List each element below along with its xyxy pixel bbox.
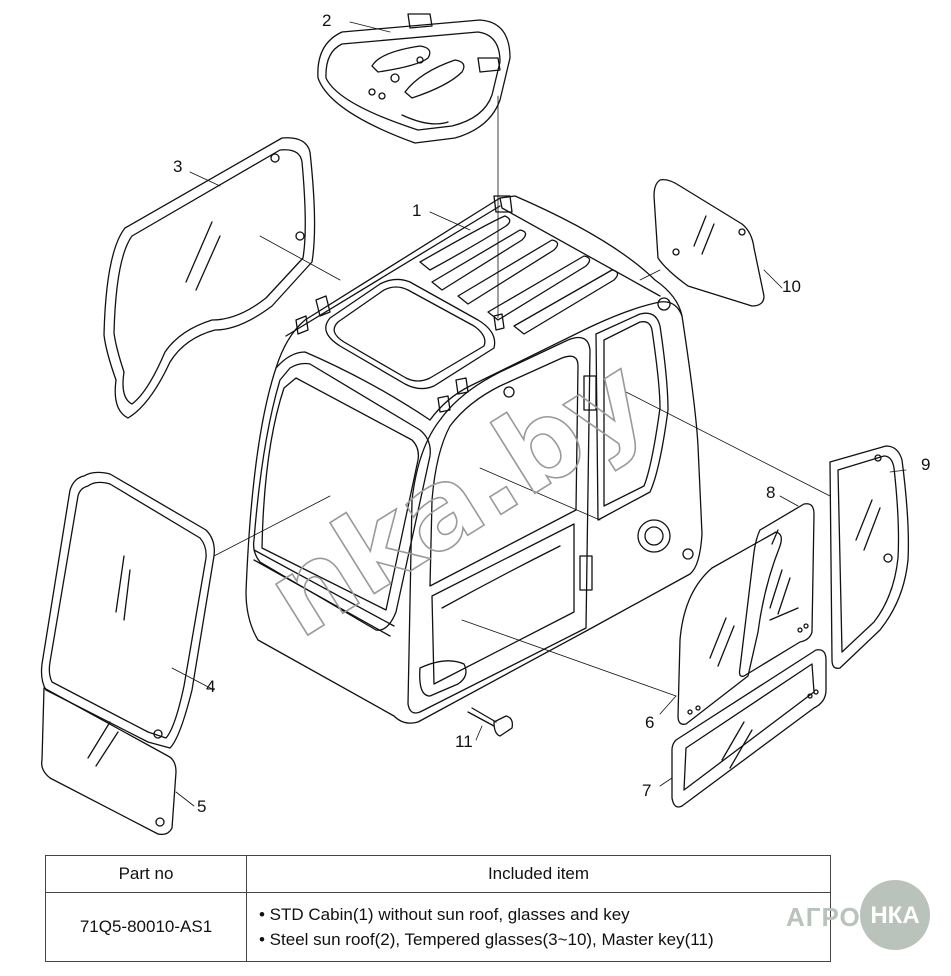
callout-4: 4 xyxy=(206,677,215,696)
included-item-line: • STD Cabin(1) without sun roof, glasses… xyxy=(259,905,630,924)
table-row: 71Q5-80010-AS1 • STD Cabin(1) without su… xyxy=(45,892,831,962)
included-item-line: • Steel sun roof(2), Tempered glasses(3~… xyxy=(259,930,714,949)
parts-table-header: Part no Included item xyxy=(45,855,831,893)
master-key-part xyxy=(467,707,514,737)
callout-11: 11 xyxy=(455,732,473,751)
included-items-cell: • STD Cabin(1) without sun roof, glasses… xyxy=(246,892,831,962)
glass-part-7 xyxy=(671,649,827,808)
glass-part-6 xyxy=(677,531,782,725)
callout-6: 6 xyxy=(645,713,654,732)
sun-roof-part xyxy=(317,13,511,144)
agro-nka-logo: АГРО НКА xyxy=(786,880,936,954)
glass-part-3 xyxy=(103,137,316,419)
callout-1: 1 xyxy=(412,201,421,220)
glass-part-5 xyxy=(41,687,177,836)
callout-9: 9 xyxy=(921,455,930,474)
glass-part-9 xyxy=(829,445,910,669)
callout-7: 7 xyxy=(642,781,651,800)
callout-2: 2 xyxy=(322,11,331,30)
part-number-cell: 71Q5-80010-AS1 xyxy=(45,892,247,962)
leader-lines xyxy=(171,21,907,807)
logo-circle-text: НКА xyxy=(870,902,920,929)
glass-part-10 xyxy=(653,178,765,307)
header-included-item: Included item xyxy=(246,855,831,893)
watermark-text: nka.by xyxy=(246,332,668,662)
callout-10: 10 xyxy=(782,277,801,296)
callout-3: 3 xyxy=(173,157,182,176)
logo-text: АГРО xyxy=(786,902,861,932)
callout-5: 5 xyxy=(197,797,206,816)
glass-part-4 xyxy=(40,471,215,749)
callout-8: 8 xyxy=(766,483,775,502)
parts-table: Part no Included item 71Q5-80010-AS1 • S… xyxy=(45,855,831,962)
header-part-no: Part no xyxy=(45,855,247,893)
logo-circle: НКА xyxy=(860,880,930,950)
glass-part-8 xyxy=(738,503,815,677)
